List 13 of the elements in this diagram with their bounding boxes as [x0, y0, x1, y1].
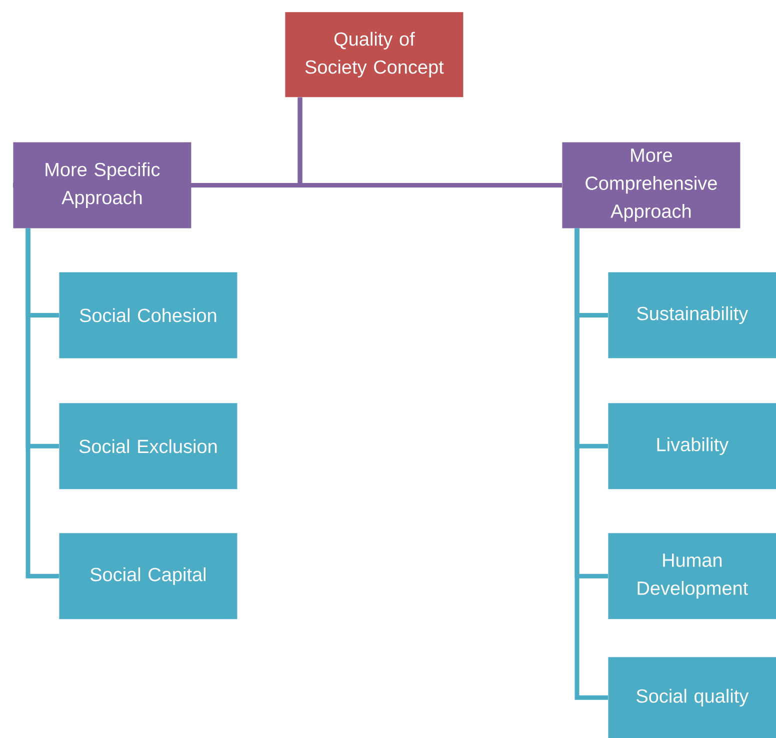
category-box: More Specific Approach: [13, 142, 192, 228]
item-box: Human Development: [608, 533, 776, 620]
connector-line: [298, 97, 562, 188]
item-box: Social Capital: [59, 533, 238, 620]
connector-line: [26, 228, 59, 578]
item-box: Social quality: [608, 657, 776, 738]
item-box: Livability: [608, 403, 776, 490]
item-box: Social Cohesion: [59, 272, 238, 358]
category-box: More Comprehensive Approach: [562, 142, 740, 228]
item-box: Social Exclusion: [59, 403, 238, 490]
connector-line: [574, 228, 608, 700]
item-box: Sustainability: [608, 272, 776, 358]
title-box: Quality of Society Concept: [285, 12, 464, 98]
